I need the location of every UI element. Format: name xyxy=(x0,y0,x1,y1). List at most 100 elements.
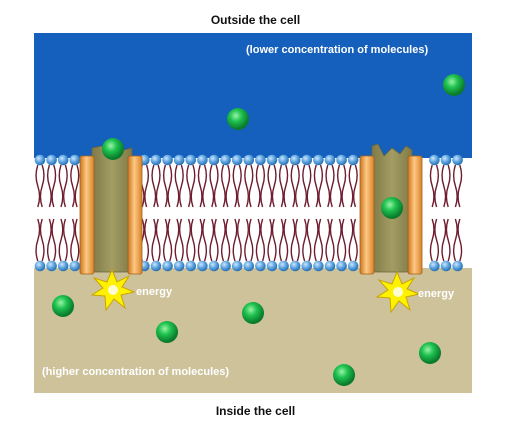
phospholipid-tail xyxy=(151,218,157,262)
phospholipid-tail xyxy=(294,164,300,208)
phospholipid-tail xyxy=(283,218,289,262)
phospholipid-tail xyxy=(445,218,451,262)
molecule-icon xyxy=(156,321,178,343)
phospholipid-head xyxy=(336,260,347,272)
phospholipid-tail xyxy=(271,218,277,262)
phospholipid-head xyxy=(289,154,301,166)
phospholipid-heads xyxy=(34,154,463,272)
phospholipid-head xyxy=(255,154,266,166)
phospholipid-head xyxy=(301,260,313,272)
phospholipid-tail xyxy=(236,218,242,262)
phospholipid-tail xyxy=(167,218,173,262)
phospholipid-tail xyxy=(306,218,312,262)
molecule-icon xyxy=(52,295,74,317)
phospholipid-tail xyxy=(352,164,358,208)
phospholipid-head xyxy=(34,154,46,166)
phospholipid-head xyxy=(347,260,359,272)
protein-pump-left xyxy=(79,141,143,275)
phospholipid-tail xyxy=(294,218,300,262)
phospholipid-head xyxy=(278,260,289,272)
phospholipid-tail xyxy=(209,164,215,208)
phospholipid-tail xyxy=(434,218,440,262)
phospholipid-tail xyxy=(457,164,463,208)
phospholipid-head xyxy=(220,260,231,272)
phospholipid-head xyxy=(46,154,57,166)
phospholipid-tail xyxy=(58,218,64,262)
phospholipid-tail xyxy=(318,164,324,208)
phospholipid-tail xyxy=(70,164,76,208)
phospholipid-tail xyxy=(302,164,308,208)
phospholipid-head xyxy=(220,154,231,166)
phospholipid-tail xyxy=(155,218,161,262)
phospholipid-tail xyxy=(174,218,180,262)
phospholipid-tail xyxy=(290,164,296,208)
outside-concentration-label: (lower concentration of molecules) xyxy=(246,44,429,56)
phospholipid-tail xyxy=(202,164,208,208)
phospholipid-tail xyxy=(51,218,57,262)
phospholipid-tail xyxy=(336,218,342,262)
phospholipid-tail xyxy=(248,164,254,208)
phospholipid-tail xyxy=(434,164,440,208)
phospholipid-tail xyxy=(62,164,68,208)
phospholipid-tail xyxy=(39,218,45,262)
phospholipid-head xyxy=(208,154,220,166)
phospholipid-tail xyxy=(174,164,180,208)
phospholipid-tail xyxy=(248,218,254,262)
phospholipid-tail xyxy=(348,164,354,208)
phospholipid-tail xyxy=(260,164,266,208)
phospholipid-tail xyxy=(336,164,342,208)
phospholipid-tail xyxy=(313,164,319,208)
phospholipid-head xyxy=(324,154,336,166)
phospholipid-head xyxy=(429,154,440,166)
phospholipid-tail xyxy=(220,218,226,262)
phospholipid-head xyxy=(231,154,243,166)
phospholipid-tail xyxy=(155,164,161,208)
phospholipid-tail xyxy=(445,164,451,208)
phospholipid-tail xyxy=(271,164,277,208)
phospholipid-tail xyxy=(151,164,157,208)
phospholipid-tail xyxy=(341,218,347,262)
phospholipid-head xyxy=(324,260,336,272)
phospholipid-tail xyxy=(232,164,238,208)
phospholipid-tail xyxy=(429,164,435,208)
phospholipid-head xyxy=(243,154,255,166)
phospholipid-tail xyxy=(225,164,231,208)
phospholipid-tail xyxy=(452,164,458,208)
phospholipid-tail xyxy=(306,164,312,208)
phospholipid-head xyxy=(266,260,278,272)
phospholipid-head xyxy=(347,154,359,166)
phospholipid-head xyxy=(266,154,278,166)
phospholipid-head xyxy=(208,260,220,272)
phospholipid-tail xyxy=(325,164,331,208)
phospholipid-tail xyxy=(329,218,335,262)
phospholipid-tail xyxy=(352,218,358,262)
phospholipid-head xyxy=(150,154,162,166)
phospholipid-tail xyxy=(70,218,76,262)
phospholipid-tail xyxy=(255,164,261,208)
phospholipid-tail xyxy=(167,164,173,208)
energy-label-left: energy xyxy=(136,286,173,298)
phospholipid-tail xyxy=(58,164,64,208)
phospholipid-head xyxy=(162,260,173,272)
phospholipid-tail xyxy=(313,218,319,262)
energy-label-right: energy xyxy=(418,288,455,300)
phospholipid-tail xyxy=(267,218,273,262)
phospholipid-tail xyxy=(209,218,215,262)
phospholipid-tail xyxy=(341,164,347,208)
phospholipid-tail xyxy=(278,164,284,208)
phospholipid-head xyxy=(173,154,185,166)
phospholipid-tail xyxy=(225,218,231,262)
phospholipid-tail xyxy=(457,218,463,262)
phospholipid-tail xyxy=(441,164,447,208)
phospholipid-tail xyxy=(441,218,447,262)
phospholipid-tail xyxy=(302,218,308,262)
phospholipid-tail xyxy=(39,164,45,208)
phospholipid-head xyxy=(197,154,208,166)
phospholipid-tail xyxy=(325,218,331,262)
phospholipid-tail xyxy=(244,164,250,208)
energy-burst-left-icon xyxy=(90,268,136,312)
phospholipid-tail xyxy=(213,218,219,262)
phospholipid-tail xyxy=(162,218,168,262)
phospholipid-tail xyxy=(186,164,192,208)
